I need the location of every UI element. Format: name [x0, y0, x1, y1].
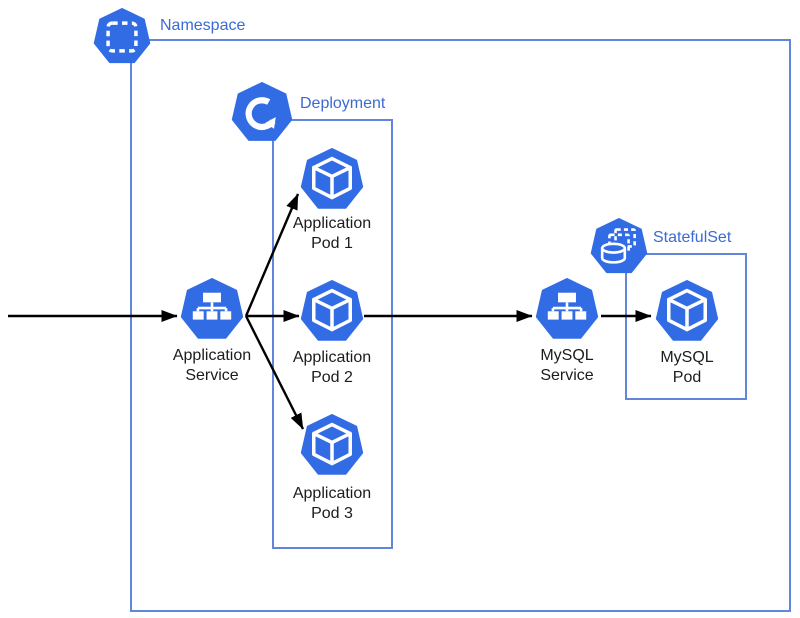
pod-icon: [300, 280, 364, 344]
namespace-label: Namespace: [160, 17, 246, 34]
deployment-icon: [231, 82, 293, 144]
deployment-label: Deployment: [300, 95, 386, 112]
statefulset-icon: [590, 218, 648, 276]
statefulset-label: StatefulSet: [653, 229, 732, 246]
node-label: MySQL Pod: [660, 349, 714, 386]
pod-icon: [300, 414, 364, 478]
namespace-boundary: [130, 39, 791, 612]
statefulset-boundary: [625, 253, 747, 400]
service-icon: [535, 278, 599, 342]
node-label: Application Pod 3: [292, 485, 372, 522]
node-label: Application Pod 1: [292, 215, 372, 252]
pod-icon: [655, 280, 719, 344]
service-icon: [180, 278, 244, 342]
namespace-icon: [93, 8, 151, 66]
node-label: Application Service: [172, 347, 252, 384]
node-label: Application Pod 2: [292, 349, 372, 386]
node-label: MySQL Service: [540, 347, 594, 384]
pod-icon: [300, 148, 364, 212]
